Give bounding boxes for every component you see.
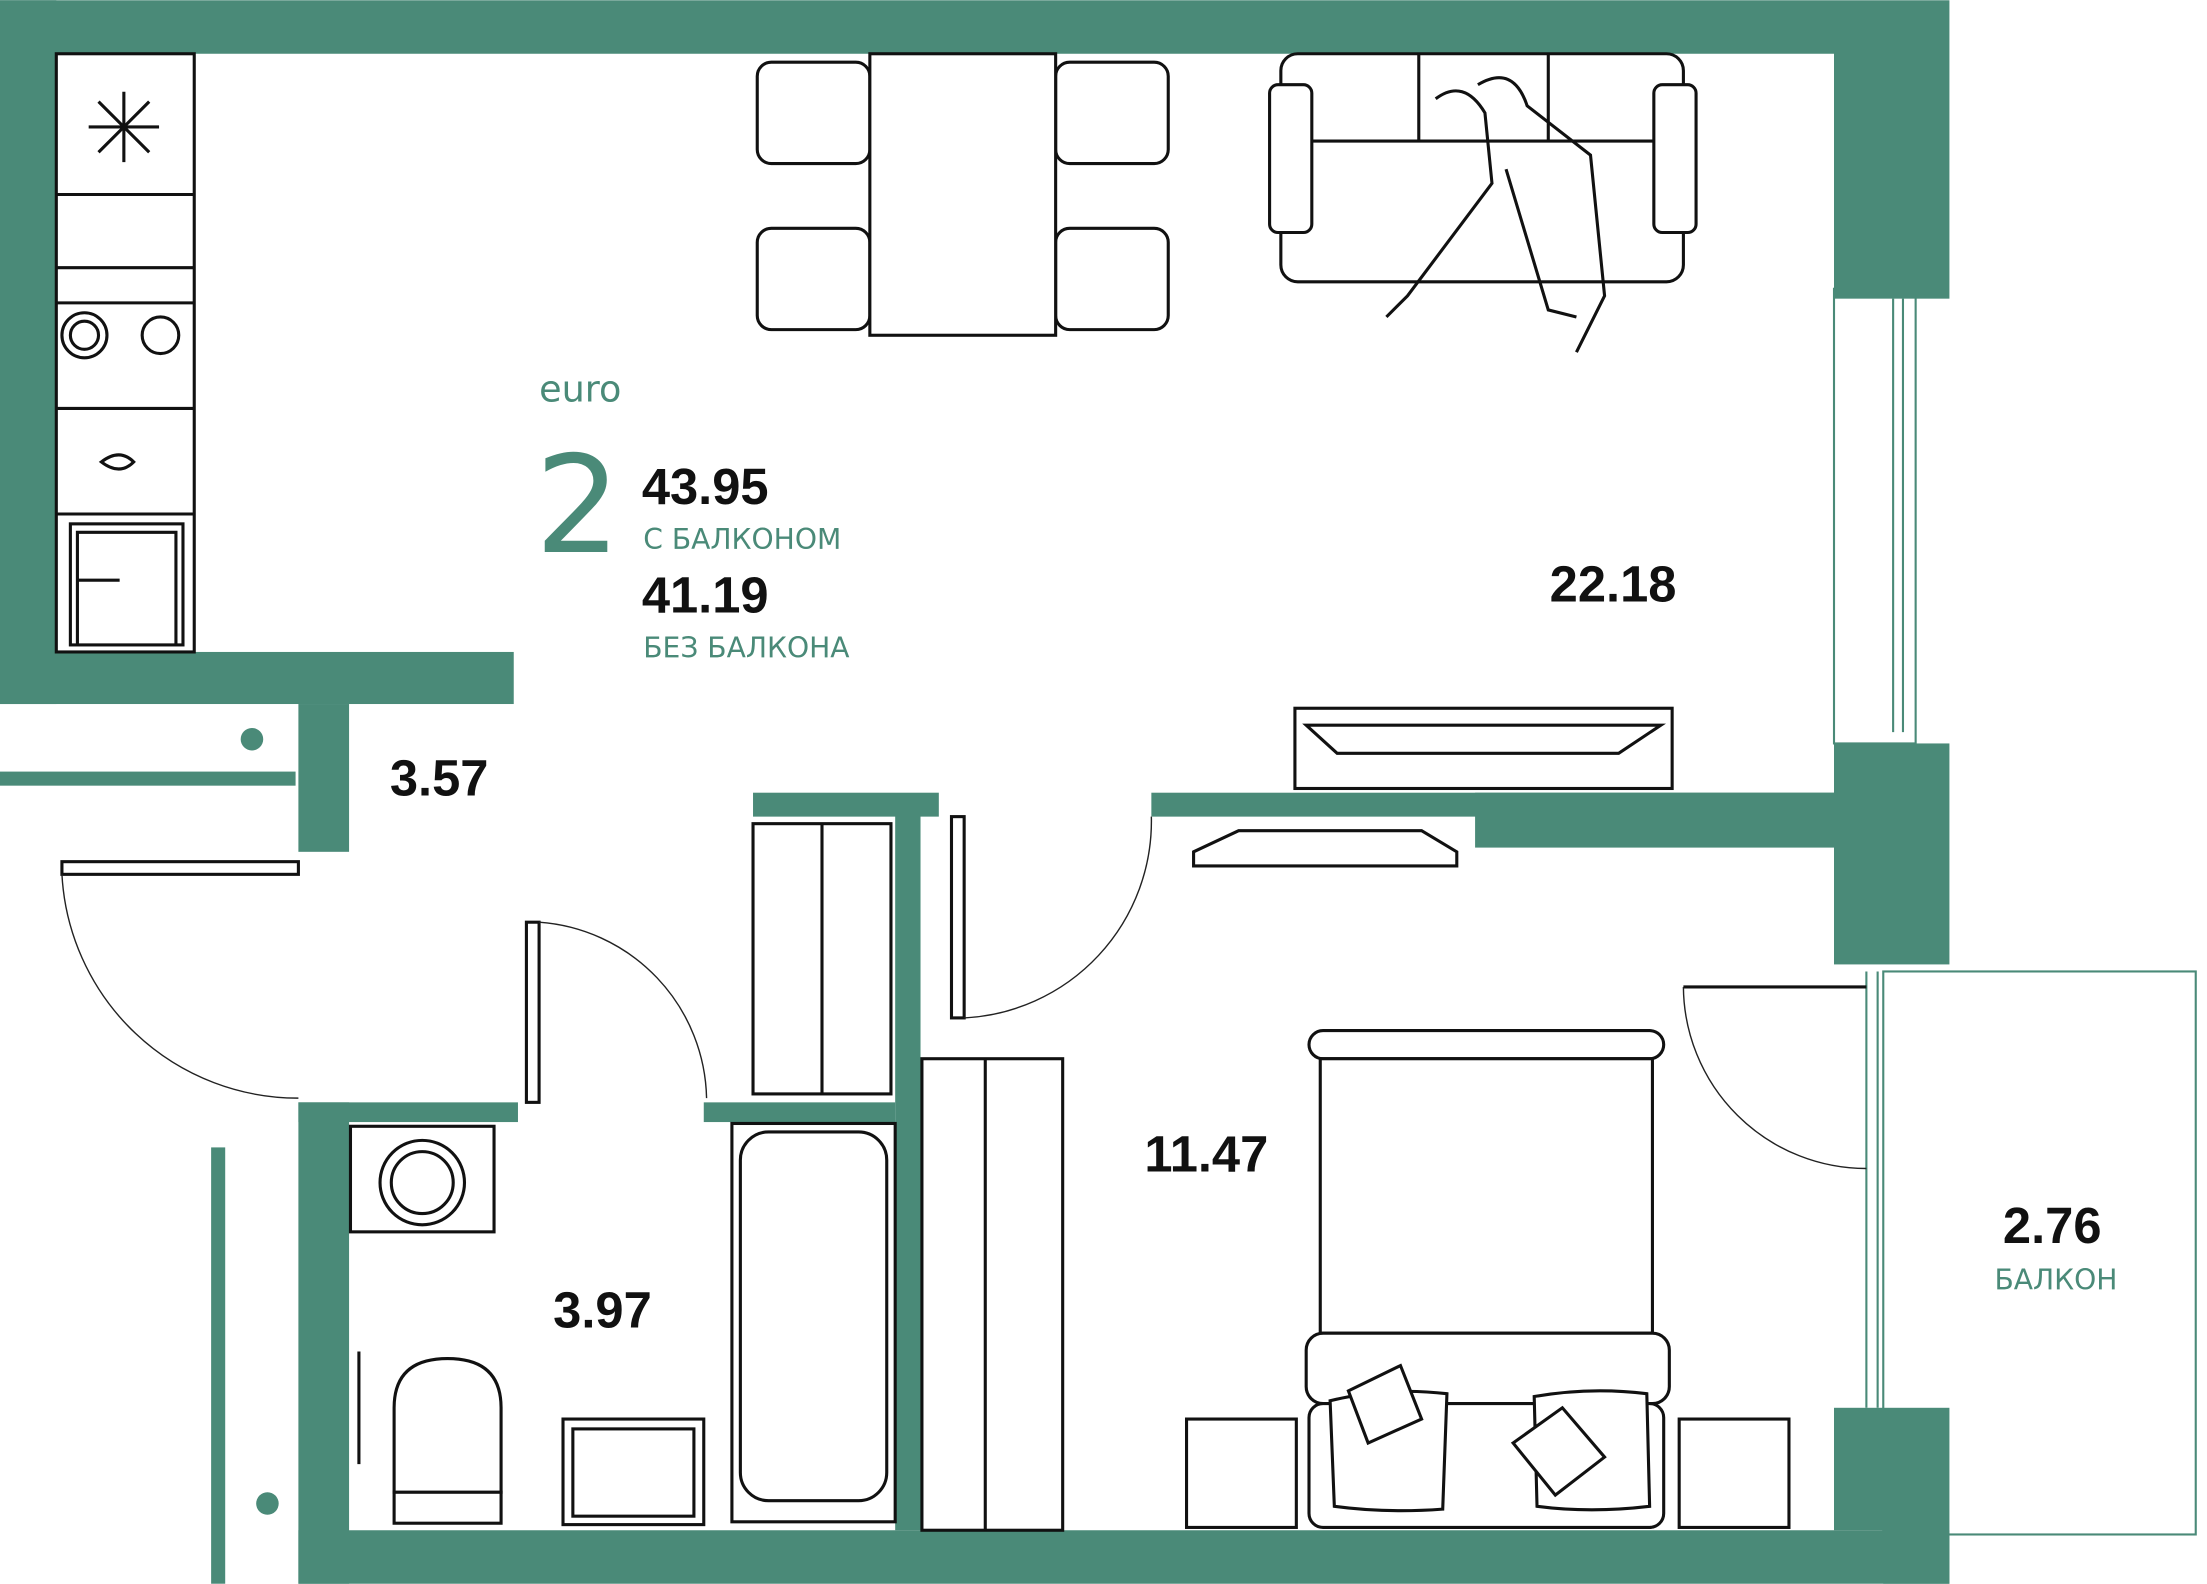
room-area-balcony: 2.76 (2003, 1197, 2102, 1254)
burner-icon (60, 311, 109, 360)
apartment-type-label: euro (539, 367, 621, 410)
sink-icon (98, 453, 136, 471)
rooms-count: 2 (535, 427, 621, 584)
bed (1184, 1029, 1791, 1529)
room-area-bedroom: 11.47 (1144, 1125, 1268, 1182)
with-balcony-label: С БАЛКОНОМ (643, 523, 841, 556)
sofa (1268, 52, 1698, 353)
room-area-hallway: 3.57 (390, 750, 489, 807)
bathroom-fixtures (348, 1121, 897, 1527)
room-area-bathroom: 3.97 (553, 1282, 652, 1339)
walls (0, 0, 1950, 1584)
windows (1832, 287, 2197, 1536)
kitchen-unit (54, 52, 196, 654)
wardrobe (751, 822, 1065, 1532)
doors (60, 815, 1867, 1170)
nightstand (1184, 1417, 1298, 1529)
burner-icon (140, 315, 181, 356)
area-without-balcony: 41.19 (642, 567, 769, 624)
snowflake-icon (88, 91, 160, 163)
room-area-living-kitchen: 22.18 (1550, 555, 1677, 612)
balcony-label: БАЛКОН (1994, 1264, 2117, 1297)
tv-stand (1192, 706, 1674, 868)
area-with-balcony: 43.95 (642, 458, 769, 515)
without-balcony-label: БЕЗ БАЛКОНА (643, 632, 850, 665)
nightstand (1677, 1417, 1791, 1529)
dining-table (755, 52, 1170, 337)
